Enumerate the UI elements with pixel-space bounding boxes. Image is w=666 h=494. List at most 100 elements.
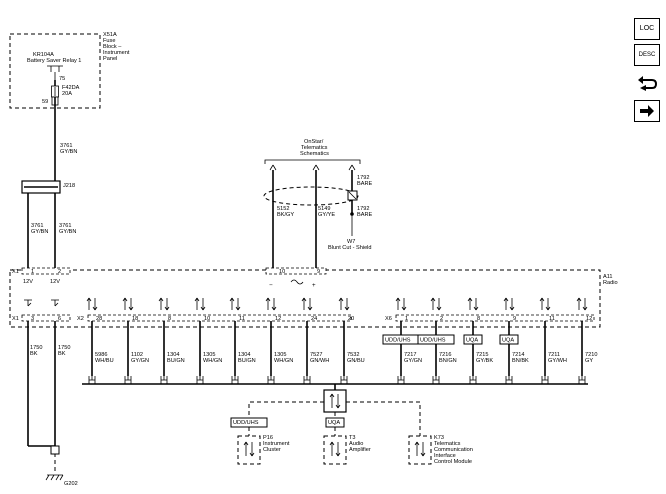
- onstar-bracket: [264, 159, 361, 164]
- data-arrows-icon: [467, 297, 479, 311]
- option-label: UDD/UHS: [385, 338, 411, 344]
- bus-tap: [231, 376, 239, 384]
- circuit-color: GY/GN: [131, 358, 149, 364]
- bus-junction: [398, 376, 404, 381]
- bus-junction: [197, 376, 203, 381]
- ground-splice: [50, 445, 60, 455]
- module-k73-id: K73: [434, 435, 444, 441]
- pin-3-label: 3: [31, 316, 34, 322]
- circuit-color: BU/GN: [238, 358, 256, 364]
- conn-x2: X2: [77, 316, 84, 322]
- bus-tap: [340, 376, 348, 384]
- circuit-color: GY/BK: [476, 358, 493, 364]
- module-t3-l2: Amplifier: [349, 447, 371, 453]
- bus-junction: [268, 376, 274, 381]
- module-k73-l1: Telematics: [434, 441, 461, 447]
- circuit-color: BU/GN: [167, 358, 185, 364]
- fuse-block-outline: [9, 33, 101, 109]
- onstar-label-3: Schematics: [300, 151, 329, 157]
- circuit-number: 7217: [404, 352, 416, 358]
- next-button[interactable]: [634, 100, 660, 122]
- module-p16-id: P16: [263, 435, 273, 441]
- k73-arrows-icon: [414, 441, 426, 457]
- x6-connector: [395, 314, 595, 322]
- circuit-number: 5986: [95, 352, 107, 358]
- wire-3761-color: GY/BN: [60, 149, 77, 155]
- connector-pin-label: 8: [477, 316, 480, 322]
- bus-tap: [267, 376, 275, 384]
- data-arrows-icon: [503, 297, 515, 311]
- connector-pin-label: 9: [513, 316, 516, 322]
- module-t3-l1: Audio: [349, 441, 363, 447]
- bus-tap: [88, 376, 96, 384]
- bus-junction: [579, 376, 585, 381]
- x1-top-connector: [21, 267, 71, 275]
- circuit-color: GN/WH: [310, 358, 329, 364]
- connector-pin-label: 18: [132, 316, 138, 322]
- return-button[interactable]: [634, 72, 660, 94]
- onstar-label-2: Telematics: [301, 145, 328, 151]
- module-p16-l1: Instrument: [263, 441, 290, 447]
- onstar-arrow-2-icon: [312, 164, 320, 171]
- option-label: UDD/UHS: [420, 338, 446, 344]
- location-button[interactable]: LOC: [634, 18, 660, 40]
- module-k73-l4: Control Module: [434, 459, 472, 465]
- circuit-number: 7216: [439, 352, 451, 358]
- fuse-block-label-4: Panel: [103, 56, 117, 62]
- bus-tap: [196, 376, 204, 384]
- circuit-number: 7214: [512, 352, 524, 358]
- data-arrows-icon: [338, 297, 350, 311]
- w7-label: Blunt Cut - Shield: [328, 245, 372, 251]
- circuit-number: 1304: [238, 352, 250, 358]
- x2-circuits: 285986WH/BU181102GY/GN81304BU/GN101305WH…: [86, 297, 365, 384]
- connector-pin-label: 12: [275, 316, 281, 322]
- fuse-block-label-2: Block –: [103, 44, 122, 50]
- circuit-color: GN/BU: [347, 358, 365, 364]
- data-arrows-icon: [122, 297, 134, 311]
- circuit-number: 7210: [585, 352, 597, 358]
- plus-sign: +: [312, 282, 316, 289]
- circuit-color: WH/BU: [95, 358, 114, 364]
- fuse-block-id: X51A: [103, 32, 117, 38]
- bus-junction: [506, 376, 512, 381]
- connector-pin-label: 28: [96, 316, 102, 322]
- bus-junction: [89, 376, 95, 381]
- wire-1792-top-color: BARE: [357, 181, 373, 187]
- fuse-block-label-3: Instrument: [103, 50, 130, 56]
- arrow-right-icon: [640, 105, 654, 117]
- pin-1-label: 1: [31, 269, 34, 275]
- bus-tap: [541, 376, 549, 384]
- twisted-pair-shield: [263, 186, 359, 206]
- bus-to-k73: [346, 401, 421, 436]
- pin-10-label: 10: [279, 269, 285, 275]
- bus-junction: [125, 376, 131, 381]
- bus-junction: [433, 376, 439, 381]
- bus-tap: [505, 376, 513, 384]
- conn-x1-top: X1: [12, 269, 19, 275]
- conn-x1-bottom: X1: [12, 316, 19, 322]
- circuit-number: 7215: [476, 352, 488, 358]
- p16-arrows-icon: [243, 441, 255, 457]
- circuit-number: 1305: [203, 352, 215, 358]
- connector-pin-label: 12: [586, 316, 592, 322]
- connector-pin-label: 24: [311, 316, 317, 322]
- pin-6-label: 6: [58, 316, 61, 322]
- wire-1750-left-number: 1750: [30, 345, 42, 351]
- pin-2-label: 2: [58, 269, 61, 275]
- relay-contact-icon: [47, 65, 63, 80]
- bus-tap: [469, 376, 477, 384]
- relay-id: KR104A: [33, 52, 54, 58]
- description-button[interactable]: DESC: [634, 44, 660, 66]
- onstar-connector: [265, 267, 327, 275]
- circuit-number: 1304: [167, 352, 179, 358]
- splice-label: J218: [63, 183, 75, 189]
- relay-name: Battery Saver Relay 1: [27, 58, 81, 64]
- minus-sign: −: [269, 282, 273, 289]
- wire-5152-number: 5152: [277, 206, 289, 212]
- bus-junction: [470, 376, 476, 381]
- module-k73-l2: Communication: [434, 447, 473, 453]
- module-t3-id: T3: [349, 435, 356, 441]
- circuit-number: 1102: [131, 352, 143, 358]
- data-arrows-icon: [194, 297, 206, 311]
- w7-id: W7: [347, 239, 355, 245]
